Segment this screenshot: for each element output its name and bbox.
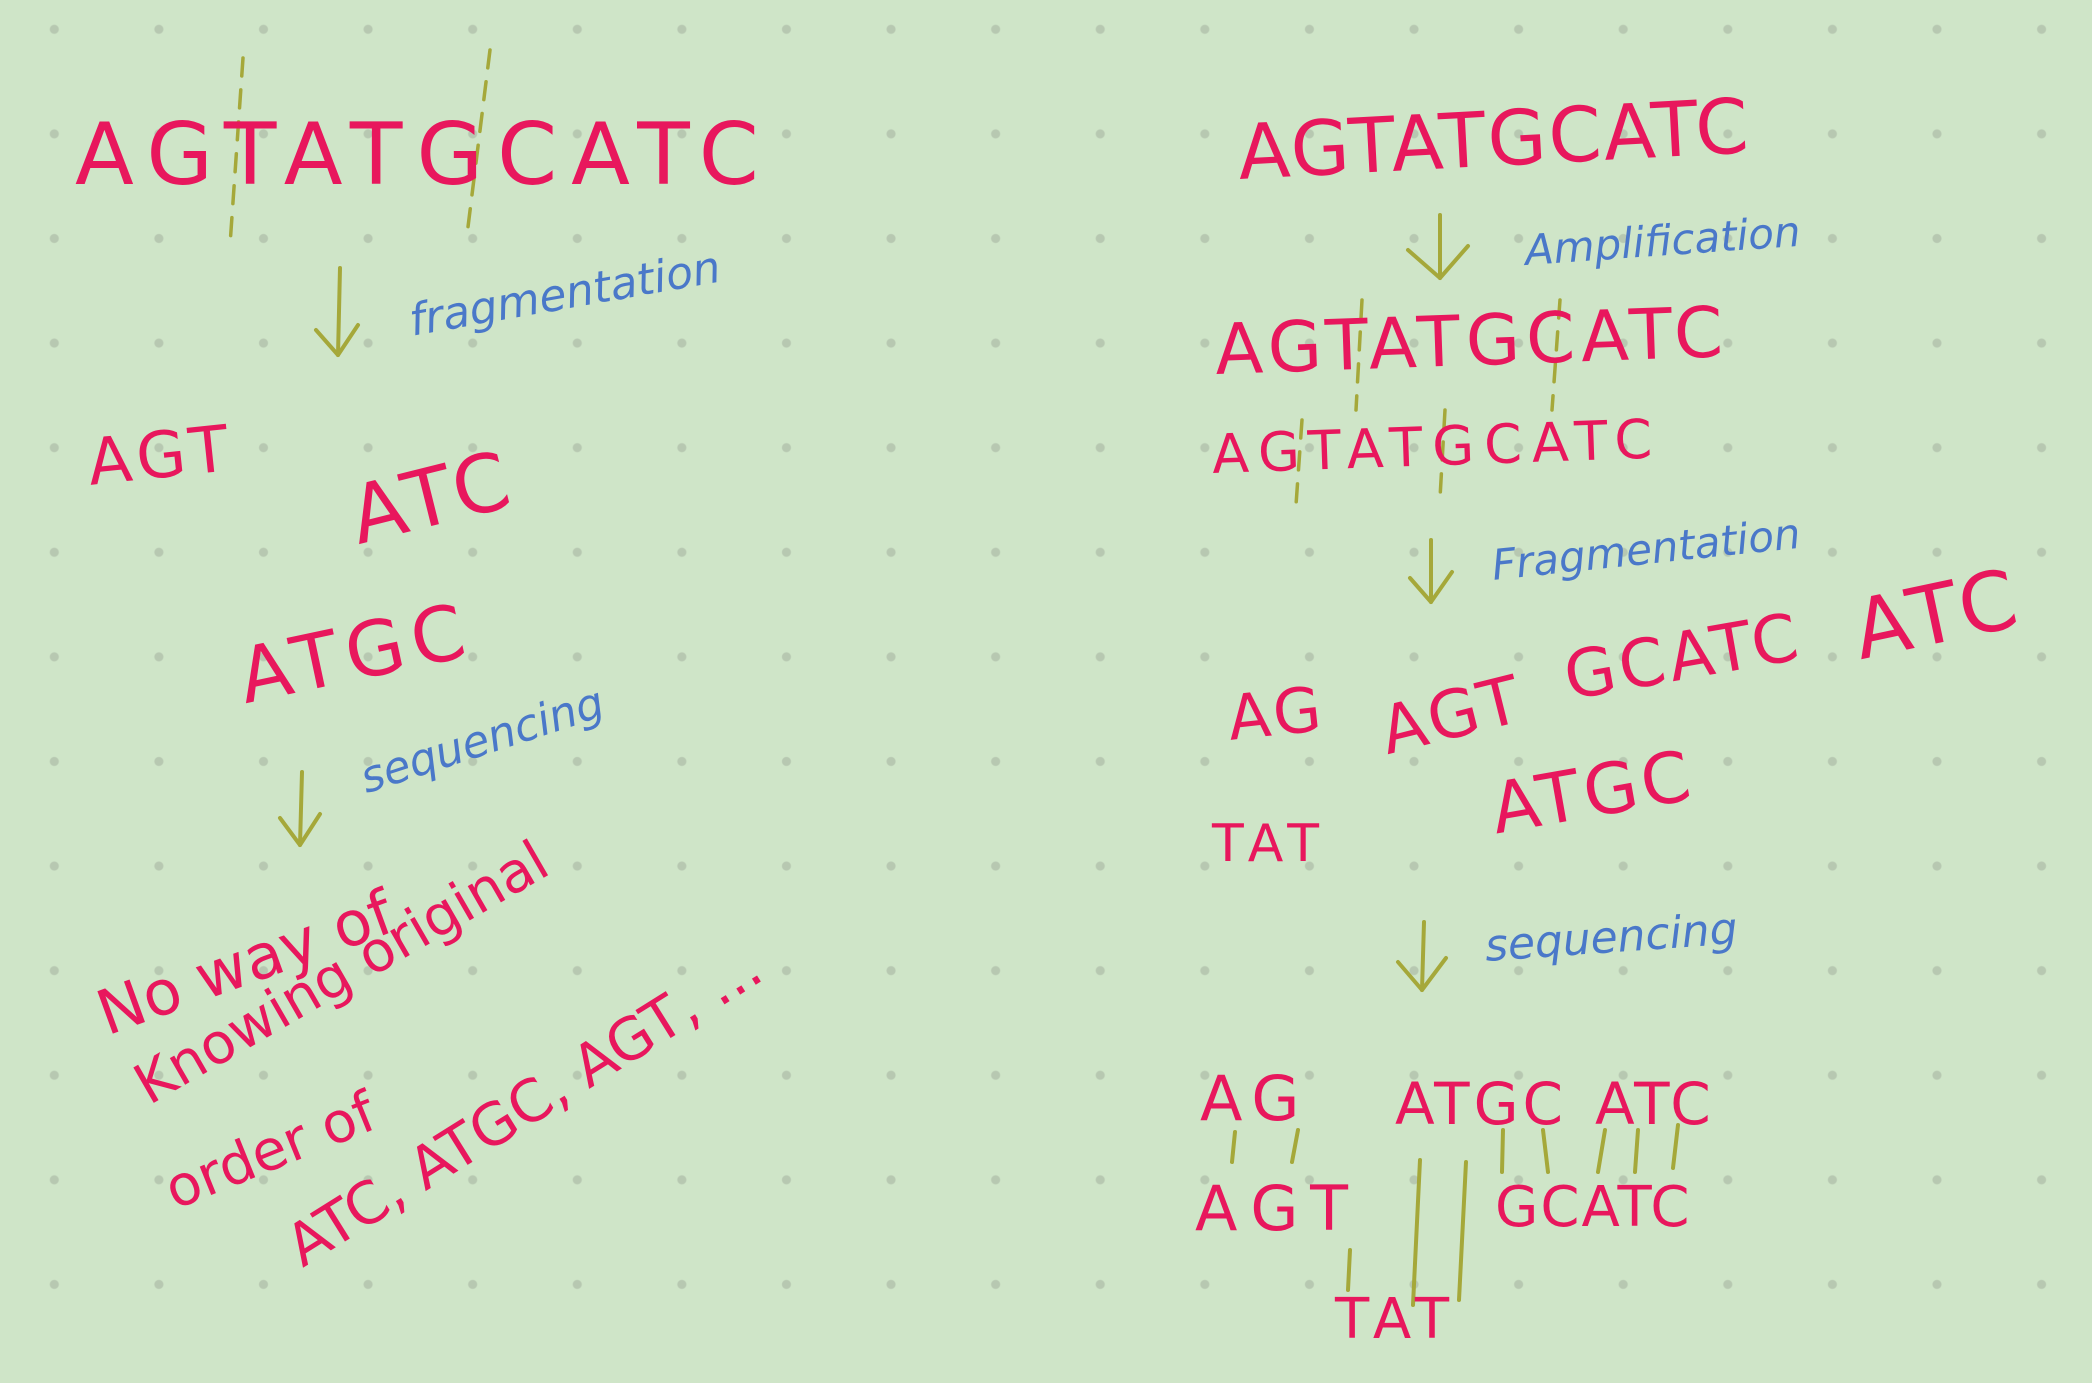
assembly-row1-atc: ATC (1595, 1070, 1715, 1138)
assembly-row2-agt: AGT (1195, 1172, 1363, 1245)
left-arrow-fragmentation (314, 266, 360, 357)
right-arrow-fragmentation (1408, 538, 1454, 604)
right-fragment-5: TAT (1212, 814, 1328, 874)
right-cut-copy1-a (1354, 298, 1364, 412)
left-cut-mark-2 (465, 48, 492, 237)
assembly-row1-atgc: ATGC (1395, 1070, 1568, 1138)
assembly-row1-ag: AG (1200, 1062, 1310, 1135)
right-cut-copy1-b (1550, 298, 1562, 412)
right-arrow-amplification (1406, 213, 1470, 280)
right-copy-1: AGTATGCATC (1213, 291, 1731, 391)
right-cut-copy2-b (1438, 408, 1447, 500)
assembly-overlap-links (1230, 1123, 1680, 1307)
right-arrow-sequencing (1396, 920, 1448, 992)
left-original-sequence: AGTATGCATC (75, 105, 773, 205)
left-fragment-1: AGT (84, 411, 239, 501)
left-arrow-sequencing (278, 770, 322, 847)
left-cut-mark-1 (228, 56, 245, 247)
right-fragment-1: AG (1224, 672, 1329, 755)
right-copy-2: AGTATGCATC (1210, 407, 1664, 486)
assembly-row2-gcatc: GCATC (1495, 1175, 1692, 1240)
right-cut-copy2-a (1294, 418, 1304, 507)
assembly-row3-tat: TAT (1335, 1287, 1458, 1352)
